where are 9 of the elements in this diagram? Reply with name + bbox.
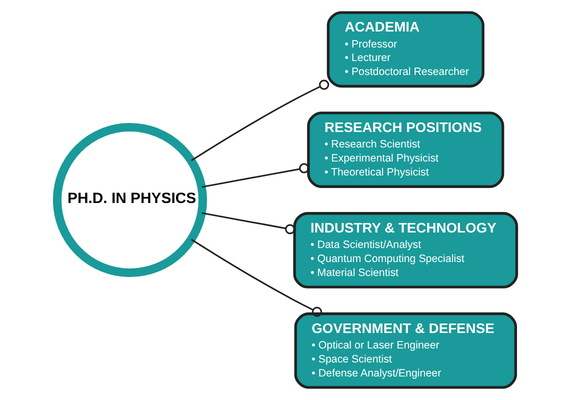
node-circle: PH.D. IN PHYSICS xyxy=(53,122,208,278)
node-box: GOVERNMENT & DEFENSE • Optical or Laser Engineer • Space Scientist • Defense Analyst/Engineer xyxy=(294,312,517,389)
connector xyxy=(190,80,330,162)
connector xyxy=(190,238,322,317)
connector xyxy=(202,163,310,188)
node-box: INDUSTRY & TECHNOLOGY • Data Scientist/Analyst • Quantum Computing Specialist • Material Scientist xyxy=(293,212,518,288)
connector xyxy=(202,212,296,234)
node-box: ACADEMIA • Professor • Lecturer • Postdoctoral Researcher xyxy=(326,11,484,88)
node-box: RESEARCH POSITIONS • Research Scientist • Experimental Physicist • Theoretical Physicist xyxy=(307,112,504,188)
